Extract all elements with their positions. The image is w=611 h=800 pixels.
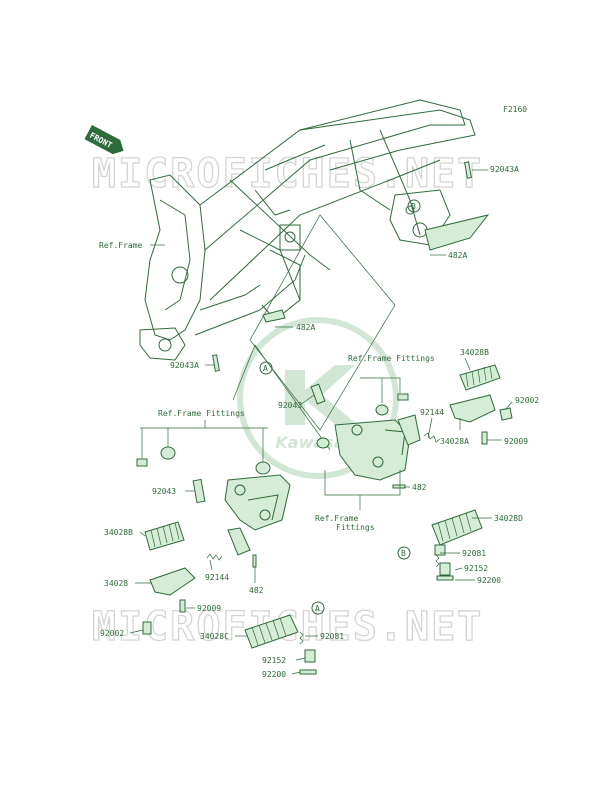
part-92002-right bbox=[499, 407, 513, 421]
callout-b-top bbox=[407, 199, 421, 213]
part-482a-top bbox=[424, 214, 490, 251]
label-ref-ff-bottom-1: Ref.Frame bbox=[315, 514, 359, 523]
label-92043-right: 92043 bbox=[278, 401, 302, 410]
part-92152-left bbox=[304, 649, 316, 663]
callout-b-top-letter: B bbox=[411, 202, 416, 211]
part-34028b-right bbox=[459, 364, 501, 391]
label-92081-right: 92081 bbox=[462, 549, 486, 558]
label-34028: 34028 bbox=[104, 579, 128, 588]
callout-b-lower bbox=[397, 546, 411, 560]
label-482-left: 482 bbox=[249, 586, 264, 595]
part-92002-left bbox=[142, 621, 152, 635]
callout-a-lower bbox=[311, 601, 325, 615]
part-92043a-mid bbox=[212, 354, 220, 372]
part-92144-right bbox=[423, 432, 441, 443]
label-34028b-left: 34028B bbox=[104, 528, 133, 537]
mount-outline bbox=[249, 214, 396, 431]
part-34028d bbox=[431, 509, 483, 546]
label-92200-right: 92200 bbox=[477, 576, 501, 585]
part-34028a bbox=[449, 394, 496, 423]
label-92009-left: 92009 bbox=[197, 604, 221, 613]
callout-a-mid bbox=[259, 361, 273, 375]
label-34028d: 34028D bbox=[494, 514, 523, 523]
part-482-right bbox=[392, 484, 406, 489]
label-92002-left: 92002 bbox=[100, 629, 124, 638]
callout-a-lower-letter: A bbox=[315, 604, 320, 613]
part-92152-right bbox=[439, 562, 451, 576]
part-labels: 92043A Ref.Frame 482A 482A 92043A Ref.Fr… bbox=[99, 165, 539, 679]
label-ref-ff-right: Ref.Frame Fittings bbox=[348, 354, 435, 363]
label-92144-left: 92144 bbox=[205, 573, 229, 582]
callout-a-mid-letter: A bbox=[263, 364, 268, 373]
label-92009-right: 92009 bbox=[504, 437, 528, 446]
label-92200-left: 92200 bbox=[262, 670, 286, 679]
watermark-top: MICROFICHES.NET bbox=[92, 151, 483, 197]
part-482a-mid bbox=[262, 309, 286, 323]
diagram-code: F2160 bbox=[503, 105, 527, 114]
part-482-left bbox=[252, 554, 257, 568]
label-34028b-right: 34028B bbox=[460, 348, 489, 357]
label-92043a-top: 92043A bbox=[490, 165, 519, 174]
label-34028c: 34028C bbox=[200, 632, 229, 641]
right-bracket-assembly bbox=[310, 383, 421, 481]
label-92152-left: 92152 bbox=[262, 656, 286, 665]
part-92081-right bbox=[435, 554, 440, 568]
part-92009-left bbox=[179, 599, 186, 613]
mount-outline-2 bbox=[232, 344, 331, 451]
label-482a-mid: 482A bbox=[296, 323, 315, 332]
label-92152-right: 92152 bbox=[464, 564, 488, 573]
label-ref-ff-bottom-2: Fittings bbox=[336, 523, 375, 532]
label-ref-frame: Ref.Frame bbox=[99, 241, 143, 250]
leader-lines bbox=[129, 169, 513, 675]
frame-drawing bbox=[139, 99, 476, 361]
part-34028 bbox=[149, 567, 196, 596]
part-92081-left bbox=[299, 631, 304, 645]
label-482-right: 482 bbox=[412, 483, 427, 492]
part-92043a-top bbox=[464, 161, 472, 179]
label-92144-right: 92144 bbox=[420, 408, 444, 417]
part-92144-left bbox=[206, 553, 223, 561]
part-92009-right bbox=[481, 431, 488, 445]
label-482a-top: 482A bbox=[448, 251, 467, 260]
label-92081-left: 92081 bbox=[320, 632, 344, 641]
label-92043a-mid: 92043A bbox=[170, 361, 199, 370]
callout-b-lower-letter: B bbox=[401, 549, 406, 558]
label-92043-left: 92043 bbox=[152, 487, 176, 496]
part-92200-right bbox=[436, 575, 454, 581]
left-bracket-assembly bbox=[136, 446, 291, 556]
label-ref-ff-left: Ref.Frame Fittings bbox=[158, 409, 245, 418]
label-34028a: 34028A bbox=[440, 437, 469, 446]
label-92002-right: 92002 bbox=[515, 396, 539, 405]
part-92200-left bbox=[299, 669, 317, 675]
part-34028c bbox=[244, 614, 299, 649]
part-34028b-left bbox=[144, 521, 185, 551]
